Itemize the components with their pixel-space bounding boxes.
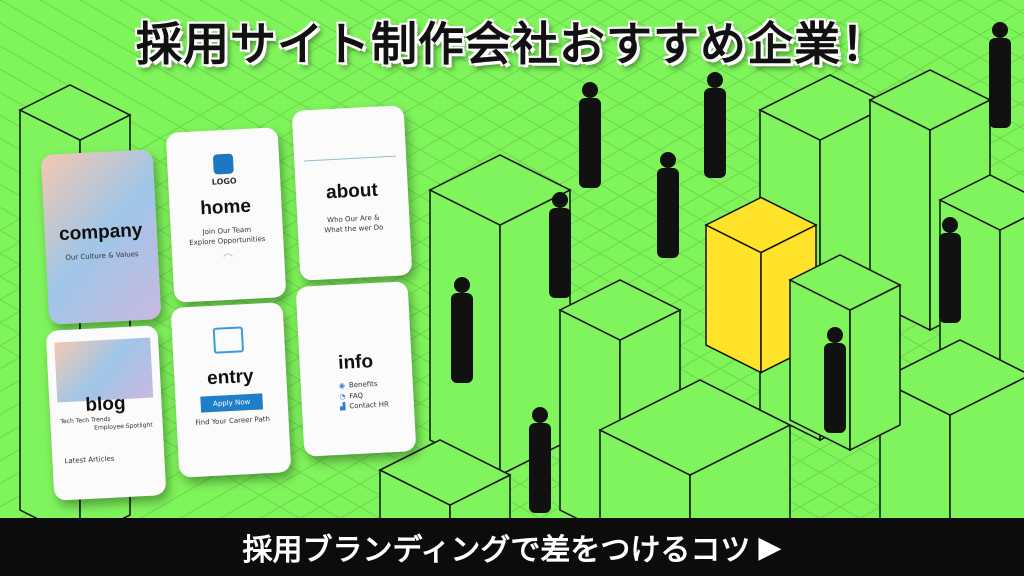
person-silhouette bbox=[660, 152, 676, 168]
timeline-graphic bbox=[304, 155, 397, 162]
grid-line bbox=[599, 0, 1024, 245]
person-silhouette bbox=[827, 327, 843, 343]
grid-line bbox=[199, 100, 1024, 576]
person-silhouette bbox=[454, 277, 470, 293]
person-silhouette bbox=[939, 233, 961, 323]
person-silhouette bbox=[529, 423, 551, 513]
building-roof bbox=[18, 84, 132, 141]
person-silhouette bbox=[549, 208, 571, 298]
card-heading: home bbox=[199, 195, 252, 220]
building-roof bbox=[378, 439, 512, 506]
building-roof bbox=[878, 339, 1024, 416]
card-about[interactable]: about Who Our Are & What the wer Do bbox=[291, 105, 413, 281]
person-silhouette bbox=[552, 192, 568, 208]
card-company[interactable]: company Our Culture & Values bbox=[40, 149, 162, 325]
apply-now-button[interactable]: Apply Now bbox=[200, 393, 263, 413]
card-heading: entry bbox=[206, 365, 255, 390]
card-home[interactable]: LOGO home Join Our Team Explore Opportun… bbox=[165, 127, 287, 303]
building-roof bbox=[558, 279, 682, 341]
person-silhouette bbox=[704, 88, 726, 178]
grid-line bbox=[639, 354, 1024, 576]
grid-line bbox=[0, 298, 481, 576]
grid-line bbox=[0, 0, 401, 231]
person-silhouette bbox=[657, 168, 679, 258]
person-silhouette bbox=[707, 72, 723, 88]
grid-line bbox=[559, 0, 1024, 268]
grid-line bbox=[0, 0, 441, 255]
faq-icon: ◔ bbox=[339, 392, 346, 401]
benefits-icon: ◉ bbox=[338, 381, 346, 390]
person-silhouette bbox=[942, 217, 958, 233]
building-roof bbox=[788, 254, 902, 311]
card-info[interactable]: info ◉Benefits ◔FAQ ▟Contact HR bbox=[295, 281, 417, 457]
card-sub: Our Culture & Values bbox=[65, 250, 139, 262]
org-chart-icon bbox=[212, 326, 245, 354]
person-silhouette bbox=[532, 407, 548, 423]
card-entry[interactable]: entry Apply Now Find Your Career Path bbox=[170, 302, 292, 478]
person-silhouette bbox=[582, 82, 598, 98]
card-heading: info bbox=[337, 351, 374, 374]
cta-bar[interactable]: 採用ブランディングで差をつけるコツ ▶ bbox=[0, 518, 1024, 576]
grid-line bbox=[0, 0, 481, 278]
latest-articles-link[interactable]: Latest Articles bbox=[64, 454, 115, 466]
building-roof bbox=[704, 196, 818, 254]
building bbox=[849, 283, 901, 452]
card-heading: company bbox=[58, 219, 143, 246]
card-sub: Find Your Career Path bbox=[195, 415, 271, 427]
triangle-right-icon: ▶ bbox=[758, 529, 782, 565]
page-title: 採用サイト制作会社おすすめ企業！ bbox=[136, 17, 888, 71]
card-blog[interactable]: blog Tech Tech Trends Employee Spotlight… bbox=[45, 325, 167, 501]
person-silhouette bbox=[451, 293, 473, 383]
grid-line bbox=[679, 377, 1024, 576]
card-heading: about bbox=[325, 179, 379, 204]
building-roof bbox=[938, 174, 1024, 231]
chart-icon: ▟ bbox=[339, 402, 346, 411]
logo-text: LOGO bbox=[211, 176, 237, 187]
person-silhouette bbox=[992, 22, 1008, 38]
person-silhouette bbox=[824, 343, 846, 433]
grid-line bbox=[0, 345, 401, 576]
grid-line bbox=[0, 321, 441, 576]
person-silhouette bbox=[579, 98, 601, 188]
person-silhouette bbox=[989, 38, 1011, 128]
logo-icon bbox=[212, 153, 234, 175]
building-roof bbox=[428, 154, 572, 226]
cta-label: 採用ブランディングで差をつけるコツ bbox=[242, 533, 751, 568]
